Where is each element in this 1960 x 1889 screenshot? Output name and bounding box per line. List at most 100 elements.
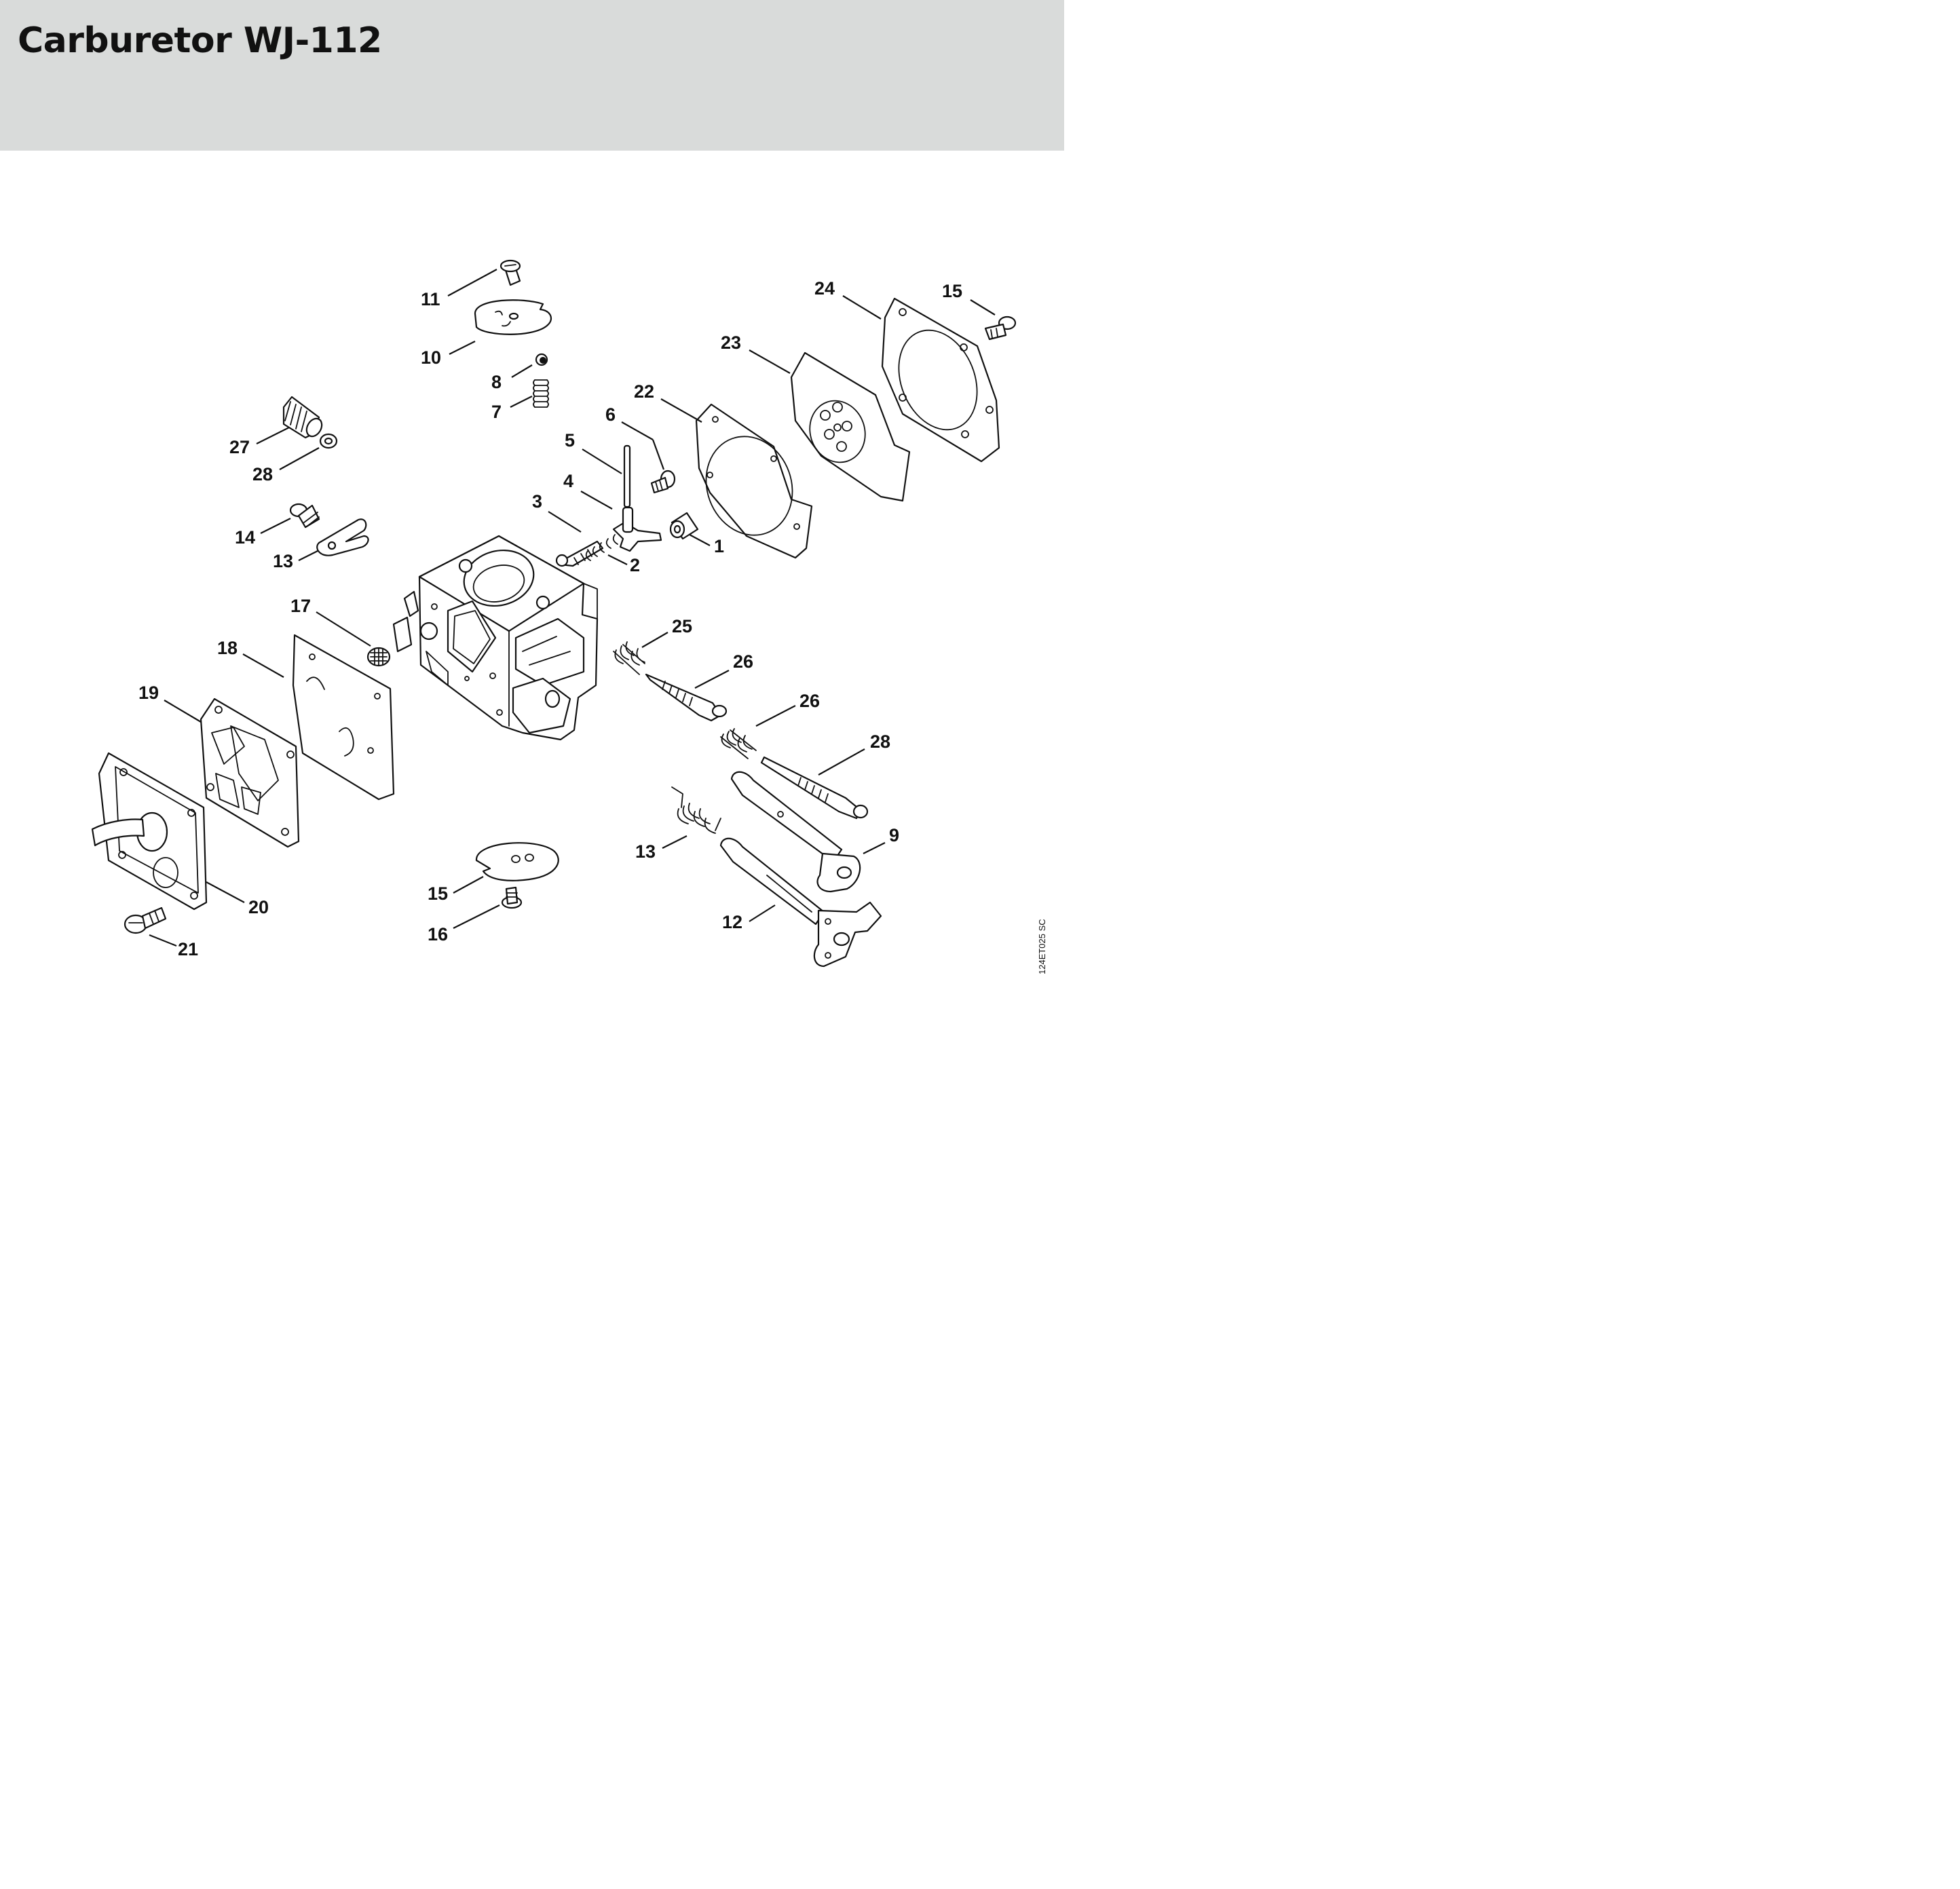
leader-27 [694, 670, 730, 689]
callout-19: 18 [217, 638, 238, 658]
leader-15-right [970, 299, 996, 316]
callout-27: 26 [733, 651, 753, 672]
leader-7 [510, 396, 533, 408]
part-23-gasket [695, 403, 813, 559]
callout-5: 5 [565, 430, 575, 451]
leader-lines [149, 269, 996, 947]
part-11-screw [500, 259, 521, 286]
callout-4: 4 [563, 471, 573, 491]
callout-14: 13 [273, 551, 293, 571]
callout-15-right: 15 [942, 281, 962, 301]
leader-26-lower [755, 705, 796, 727]
leader-6 [621, 421, 654, 440]
callout-3: 3 [532, 491, 542, 512]
part-5-pin [623, 444, 631, 508]
leader-14 [298, 550, 318, 561]
page-title: Carburetor WJ-112 [18, 20, 382, 61]
leader-11 [447, 269, 497, 297]
callout-21: 20 [248, 897, 269, 917]
callout-20: 19 [138, 683, 159, 703]
part-30-washer [319, 433, 338, 449]
callout-13: 13 [635, 841, 656, 862]
callout-6: 6 [605, 404, 616, 425]
leader-16 [453, 876, 484, 894]
part-13-spring [671, 786, 721, 834]
leader-8 [511, 364, 533, 378]
leader-19 [242, 653, 284, 678]
callout-2: 2 [630, 555, 640, 575]
leader-9 [863, 842, 886, 854]
callout-25: 24 [814, 278, 835, 299]
callout-26-upper: 25 [672, 616, 692, 636]
callout-18: 17 [290, 596, 311, 616]
parts-diagram-page: Carburetor WJ-112 [0, 0, 1064, 1026]
callout-15-left: 14 [235, 527, 255, 548]
callout-1: 1 [714, 536, 724, 556]
leader-30 [279, 447, 320, 470]
part-28-screw [760, 756, 869, 820]
part-17-screw [501, 886, 523, 909]
part-29-fitting [282, 396, 323, 439]
leader-17 [453, 904, 500, 929]
part-1-fitting [669, 512, 699, 540]
leader-12 [749, 904, 776, 922]
leader-13 [662, 835, 687, 849]
header-band: Carburetor WJ-112 [0, 0, 1064, 151]
callout-7: 7 [491, 402, 502, 422]
carburetor-body [392, 535, 599, 741]
leader-2 [607, 554, 628, 565]
leader-18 [316, 611, 371, 647]
callout-29: 27 [229, 437, 250, 457]
part-19-gasket [292, 634, 395, 801]
leader-23 [660, 398, 702, 423]
part-7-spring [533, 379, 549, 408]
part-22-screw [124, 907, 167, 934]
part-12-shaft [719, 837, 882, 968]
leader-3 [548, 511, 582, 533]
callout-8: 8 [491, 372, 502, 392]
part-8-ball [535, 353, 548, 366]
leader-29 [256, 427, 290, 444]
callout-9: 9 [889, 825, 899, 845]
leader-10 [449, 341, 476, 355]
part-26-spring-upper [613, 641, 645, 675]
leader-4 [580, 491, 613, 510]
callout-24: 23 [721, 332, 741, 353]
part-9-shaft [730, 771, 861, 893]
part-6-screw [650, 470, 676, 494]
part-27-screw [645, 673, 728, 722]
leader-21 [206, 881, 245, 903]
part-16-disc [475, 842, 559, 881]
callout-labels: 11 10 8 7 27 28 14 13 5 6 4 3 2 1 22 23 … [138, 278, 962, 959]
leader-28 [818, 748, 865, 776]
reference-code: 124ET025 SC [1037, 919, 1047, 974]
leader-26-upper [641, 632, 668, 648]
part-21-cover [91, 752, 208, 911]
leader-24 [749, 349, 791, 374]
callout-10: 10 [421, 347, 441, 368]
leader-6b [652, 439, 665, 470]
leader-1 [689, 534, 711, 546]
part-24-diaphragm [790, 351, 911, 502]
part-18-strainer [366, 647, 391, 667]
callout-30: 28 [252, 464, 273, 484]
part-26-spring-lower [720, 728, 757, 759]
part-15-screw-left [289, 503, 320, 529]
callout-12: 12 [722, 912, 742, 932]
leader-25 [842, 295, 882, 320]
leader-22 [149, 934, 177, 947]
callout-28: 28 [870, 731, 890, 752]
callout-17: 16 [428, 924, 448, 944]
leader-5 [582, 449, 622, 474]
callout-16: 15 [428, 883, 448, 904]
part-20-gasket [200, 698, 300, 848]
leader-20 [164, 700, 202, 723]
part-25-gasket [881, 297, 1000, 463]
part-2-spring [585, 534, 618, 561]
callout-23: 22 [634, 381, 654, 402]
part-14-lever [316, 518, 369, 556]
part-15-screw-right [984, 316, 1017, 341]
callout-26-lower: 26 [799, 691, 820, 711]
callout-22: 21 [178, 939, 198, 959]
leader-15-left [260, 518, 291, 534]
